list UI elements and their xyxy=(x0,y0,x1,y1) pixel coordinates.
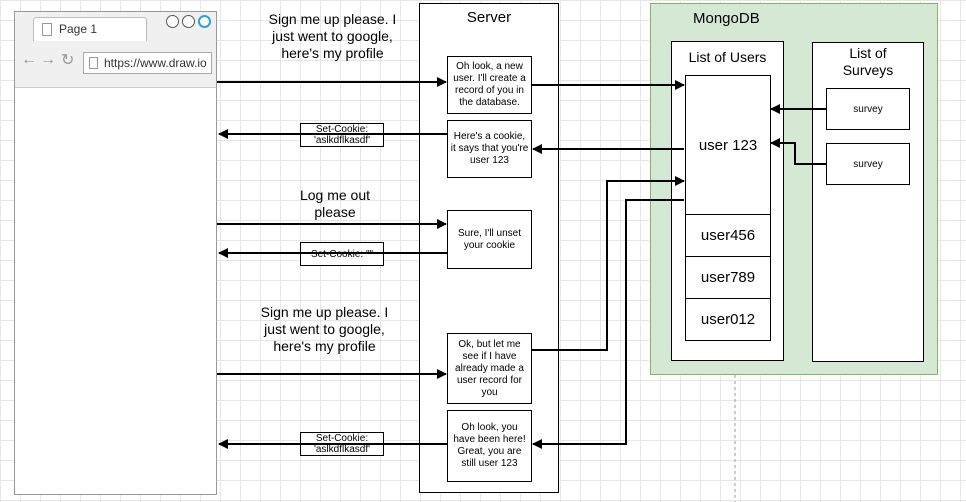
message-signup-1: Sign me up please. I just went to google… xyxy=(268,11,397,61)
server-note-cookie: Here's a cookie, it says that you're use… xyxy=(447,120,532,178)
survey-item-2: survey xyxy=(826,143,910,185)
survey-item-1: survey xyxy=(826,88,910,130)
mongodb-title: MongoDB xyxy=(693,10,760,27)
browser-window: Page 1 ← → ↻ https://www.draw.io xyxy=(14,11,217,495)
server-note-create: Oh look, a new user. I'll create a recor… xyxy=(447,56,532,114)
browser-toolbar: Page 1 ← → ↻ https://www.draw.io xyxy=(15,12,216,88)
arrow-lookup-user xyxy=(532,176,685,351)
url-page-icon xyxy=(89,57,98,69)
user-row-789: user789 xyxy=(685,256,771,299)
url-text: https://www.draw.io xyxy=(104,56,207,70)
arrow-survey-2 xyxy=(770,138,826,165)
message-logout: Log me out please xyxy=(299,187,371,220)
server-note-unset: Sure, I'll unset your cookie xyxy=(447,210,532,269)
url-bar[interactable]: https://www.draw.io xyxy=(83,52,212,74)
users-list-title: List of Users xyxy=(688,49,767,65)
tab-label: Page 1 xyxy=(59,22,98,36)
arrow-found-user xyxy=(532,199,684,449)
page-icon xyxy=(42,23,52,36)
window-control-close[interactable] xyxy=(198,15,211,28)
browser-tab[interactable]: Page 1 xyxy=(33,17,147,41)
message-signup-2: Sign me up please. I just went to google… xyxy=(260,304,389,354)
back-icon[interactable]: ← xyxy=(21,51,37,68)
window-control-minimize[interactable] xyxy=(166,15,179,28)
window-control-maximize[interactable] xyxy=(182,15,195,28)
server-note-existing: Oh look, you have been here! Great, you … xyxy=(447,410,532,482)
server-title: Server xyxy=(466,9,512,26)
surveys-list-title: List of Surveys xyxy=(842,45,894,78)
forward-icon[interactable]: → xyxy=(40,51,56,68)
user-row-012: user012 xyxy=(685,298,771,341)
refresh-icon[interactable]: ↻ xyxy=(61,52,75,69)
server-note-check: Ok, but let me see if I have already mad… xyxy=(447,333,532,404)
